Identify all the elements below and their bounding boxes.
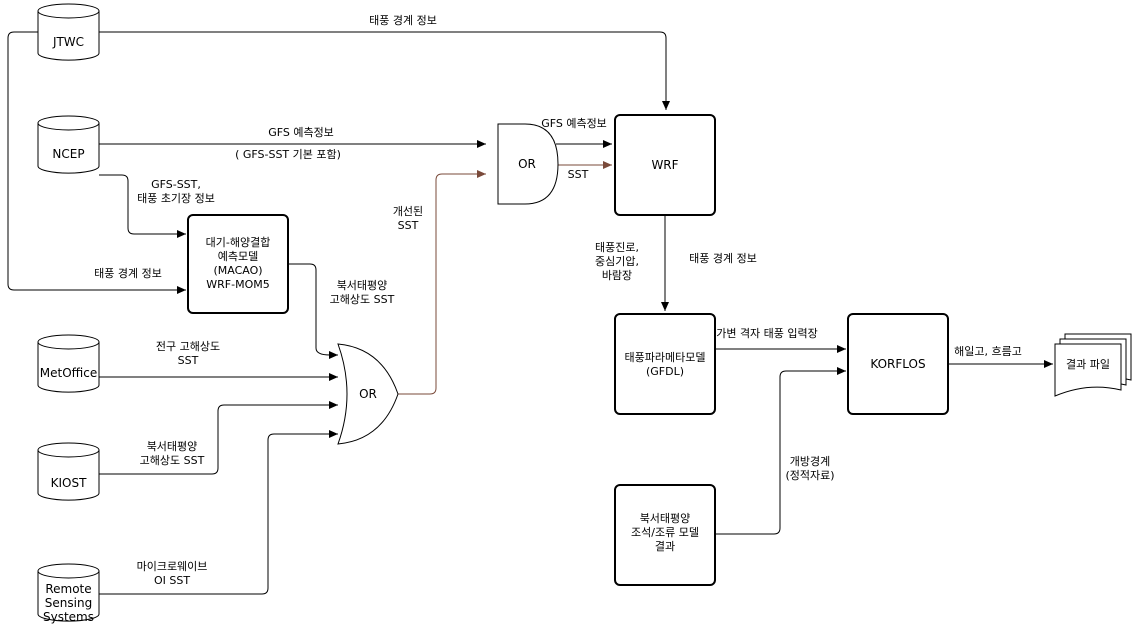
label-rss-or-1: 마이크로웨이브 xyxy=(137,560,208,573)
wrf-label: WRF xyxy=(651,158,678,172)
label-improved-sst-2: SST xyxy=(398,219,419,232)
label-wrf-gfdl-left-3: 바람장 xyxy=(602,269,632,282)
gfdl-box: 태풍파라메타모델 (GFDL) xyxy=(614,313,716,415)
wrf-box: WRF xyxy=(614,114,716,216)
label-ncep-coupled-1: GFS-SST, xyxy=(151,178,201,191)
edge-tide-korflos xyxy=(715,367,846,535)
database-ncep: NCEP xyxy=(37,115,100,174)
label-tide-korflos-1: 개방경계 xyxy=(790,455,830,468)
label-coupled-or-1: 북서태평양 xyxy=(337,279,388,292)
coupled-model-line-1: 대기-해양결합 xyxy=(206,235,271,249)
or-gate-top: OR xyxy=(497,123,559,205)
coupled-model-box: 대기-해양결합 예측모델 (MACAO) WRF-MOM5 xyxy=(187,214,289,314)
gfdl-line-1: 태풍파라메타모델 xyxy=(625,351,706,364)
label-tide-korflos-2: (정적자료) xyxy=(785,469,834,482)
korflos-box: KORFLOS xyxy=(847,313,949,415)
label-metoffice-or-1: 전구 고해상도 xyxy=(156,339,220,353)
database-rss-label-2: Sensing xyxy=(45,596,92,610)
result-file-documents: 결과 파일 xyxy=(1054,333,1132,397)
tide-line-1: 북서태평양 xyxy=(640,512,691,525)
edge-rss-or xyxy=(99,430,338,595)
label-kiost-or-2: 고해상도 SST xyxy=(140,453,205,467)
edge-jtwc-coupled xyxy=(7,31,186,294)
tide-model-box: 북서태평양 조석/조류 모델 결과 xyxy=(614,484,716,586)
result-file-label: 결과 파일 xyxy=(1066,357,1110,371)
label-or-wrf-sst: SST xyxy=(568,168,589,181)
database-ncep-label: NCEP xyxy=(52,147,84,161)
label-ncep-or-1: GFS 예측정보 xyxy=(268,126,334,139)
label-jtwc-coupled: 태풍 경계 정보 xyxy=(94,267,162,280)
tide-line-2: 조석/조류 모델 xyxy=(631,526,699,539)
database-rss: Remote Sensing Systems xyxy=(37,563,100,624)
label-kiost-or-1: 북서태평양 xyxy=(147,440,198,453)
korflos-label: KORFLOS xyxy=(870,357,925,371)
database-rss-label-1: Remote xyxy=(45,582,91,596)
database-jtwc-label: JTWC xyxy=(52,35,84,49)
label-improved-sst-1: 개선된 xyxy=(393,205,423,218)
database-kiost-label: KIOST xyxy=(51,476,87,490)
label-wrf-gfdl-right: 태풍 경계 정보 xyxy=(689,252,757,265)
or-gate-bottom-label: OR xyxy=(359,387,377,401)
edge-jtwc-wrf xyxy=(99,31,670,110)
database-metoffice: MetOffice xyxy=(37,334,100,393)
label-or-wrf-gfs: GFS 예측정보 xyxy=(541,117,607,130)
edge-orbottom-ortop xyxy=(398,170,486,395)
label-jtwc-wrf: 태풍 경계 정보 xyxy=(369,14,437,27)
coupled-model-line-4: WRF-MOM5 xyxy=(206,278,269,291)
label-korflos-result: 해일고, 흐름고 xyxy=(954,344,1022,358)
label-wrf-gfdl-left-1: 태풍진로, xyxy=(595,241,639,254)
or-gate-top-label: OR xyxy=(518,157,536,171)
label-gfdl-korflos: 가변 격자 태풍 입력장 xyxy=(716,327,818,340)
label-metoffice-or-2: SST xyxy=(178,354,199,367)
coupled-model-line-3: (MACAO) xyxy=(213,264,262,277)
label-rss-or-2: OI SST xyxy=(154,574,190,587)
database-metoffice-label: MetOffice xyxy=(40,366,97,380)
tide-line-3: 결과 xyxy=(655,540,675,553)
edge-ncep-coupled xyxy=(99,174,186,238)
edge-coupled-or xyxy=(288,263,338,359)
database-jtwc: JTWC xyxy=(37,3,100,61)
label-ncep-or-2: ( GFS-SST 기본 포함) xyxy=(235,148,341,161)
database-rss-label-3: Systems xyxy=(43,610,94,624)
database-kiost: KIOST xyxy=(37,442,100,501)
label-coupled-or-2: 고해상도 SST xyxy=(330,292,395,306)
gfdl-line-2: (GFDL) xyxy=(646,365,684,378)
or-gate-bottom: OR xyxy=(337,343,399,445)
edge-kiost-or xyxy=(99,401,338,475)
coupled-model-line-2: 예측모델 xyxy=(218,250,258,263)
label-wrf-gfdl-left-2: 중심기압, xyxy=(595,255,639,268)
label-ncep-coupled-2: 태풍 초기장 정보 xyxy=(137,192,215,205)
